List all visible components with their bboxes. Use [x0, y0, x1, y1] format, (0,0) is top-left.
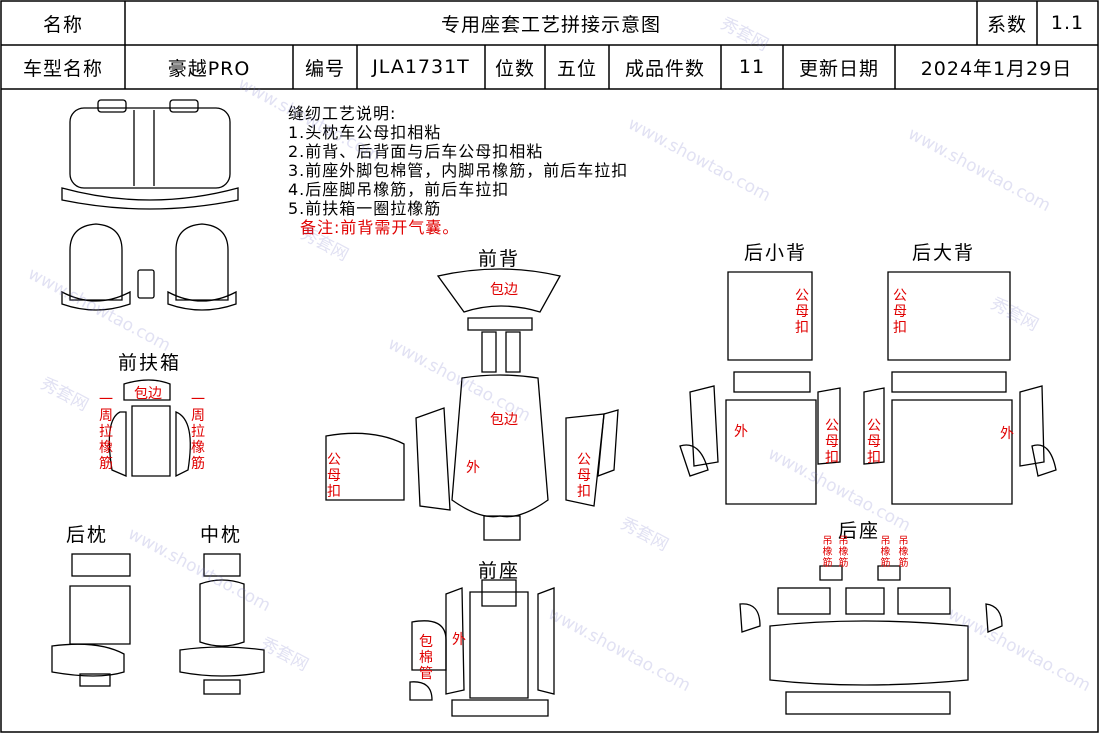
- code-value: JLA1731T: [372, 56, 470, 78]
- section-label-rear-big-back: 后大背: [912, 242, 976, 264]
- annotation-elastic-loop: 一周拉橡筋: [99, 392, 113, 472]
- annotation-binding: 包边: [490, 412, 518, 428]
- front-back-pieces: [325, 268, 619, 541]
- note-item: 3.前座外脚包棉管，内脚吊橡筋，前后车拉扣: [288, 161, 629, 180]
- note-item: 5.前扶箱一圈拉橡筋: [288, 199, 442, 218]
- name-label: 名称: [42, 13, 83, 36]
- model-label: 车型名称: [22, 57, 103, 80]
- annotation-snap-fastener: 公母扣: [327, 452, 341, 500]
- section-label-rear-pillow: 后枕: [66, 524, 109, 546]
- annotation-hanging-elastic: 吊橡筋: [880, 536, 891, 569]
- section-label-rear-seat: 后座: [838, 520, 881, 542]
- annotation-snap-fastener: 公母扣: [867, 418, 881, 466]
- section-label-middle-pillow: 中枕: [200, 524, 243, 546]
- front-seats-thumbnail: [61, 223, 237, 311]
- section-label-front-armrest: 前扶箱: [118, 352, 182, 374]
- notes-remark: 备注:前背需开气囊。: [300, 218, 460, 237]
- piece-count-value: 11: [738, 56, 766, 78]
- front-armrest-pieces: [108, 379, 191, 478]
- annotation-hanging-elastic: 吊橡筋: [898, 536, 909, 569]
- rear-small-back-pieces: [679, 271, 841, 505]
- annotation-foam-tube: 包棉管: [419, 634, 433, 682]
- annotation-snap-fastener: 公母扣: [893, 288, 907, 336]
- annotation-snap-fastener: 公母扣: [577, 452, 591, 500]
- pattern-pieces: [51, 99, 1057, 717]
- section-label-rear-small-back: 后小背: [744, 242, 808, 264]
- model-value: 豪越PRO: [167, 57, 251, 80]
- update-date-value: 2024年1月29日: [920, 57, 1073, 80]
- annotation-binding: 包边: [490, 282, 518, 298]
- annotation-hanging-elastic: 吊橡筋: [822, 536, 833, 569]
- annotation-outer: 外: [466, 460, 480, 476]
- annotation-outer: 外: [1000, 426, 1014, 442]
- note-item: 2.前背、后背面与后车公母扣相粘: [288, 142, 544, 161]
- coefficient-label: 系数: [986, 13, 1027, 36]
- piece-count-label: 成品件数: [624, 57, 705, 80]
- front-seat-pieces: [409, 579, 555, 717]
- annotation-snap-fastener: 公母扣: [795, 288, 809, 336]
- annotation-outer: 外: [734, 424, 748, 440]
- middle-pillow-pieces: [179, 553, 265, 695]
- section-label-front-back: 前背: [478, 248, 521, 270]
- note-item: 4.后座脚吊橡筋，前后车拉扣: [288, 180, 510, 199]
- annotation-outer: 外: [452, 632, 466, 648]
- coefficient-value: 1.1: [1050, 12, 1085, 34]
- annotation-hanging-elastic: 吊橡筋: [838, 536, 849, 569]
- annotation-elastic-loop: 一周拉橡筋: [191, 392, 205, 472]
- rear-big-back-pieces: [863, 271, 1057, 505]
- rear-seat-pieces: [739, 565, 1003, 715]
- notes-heading: 缝纫工艺说明:: [288, 104, 397, 123]
- section-label-front-seat: 前座: [478, 560, 521, 582]
- note-item: 1.头枕车公母扣相粘: [288, 123, 442, 142]
- seats-label: 位数: [494, 57, 535, 80]
- code-label: 编号: [304, 57, 345, 80]
- annotation-binding: 包边: [134, 386, 162, 402]
- diagram-title: 专用座套工艺拼接示意图: [440, 13, 661, 36]
- seats-value: 五位: [556, 57, 597, 80]
- annotation-snap-fastener: 公母扣: [825, 418, 839, 466]
- rear-seat-thumbnail: [61, 99, 239, 210]
- rear-pillow-pieces: [51, 553, 131, 687]
- sewing-notes: 缝纫工艺说明: 1.头枕车公母扣相粘 2.前背、后背面与后车公母扣相粘 3.前座…: [288, 104, 628, 237]
- update-date-label: 更新日期: [798, 57, 879, 80]
